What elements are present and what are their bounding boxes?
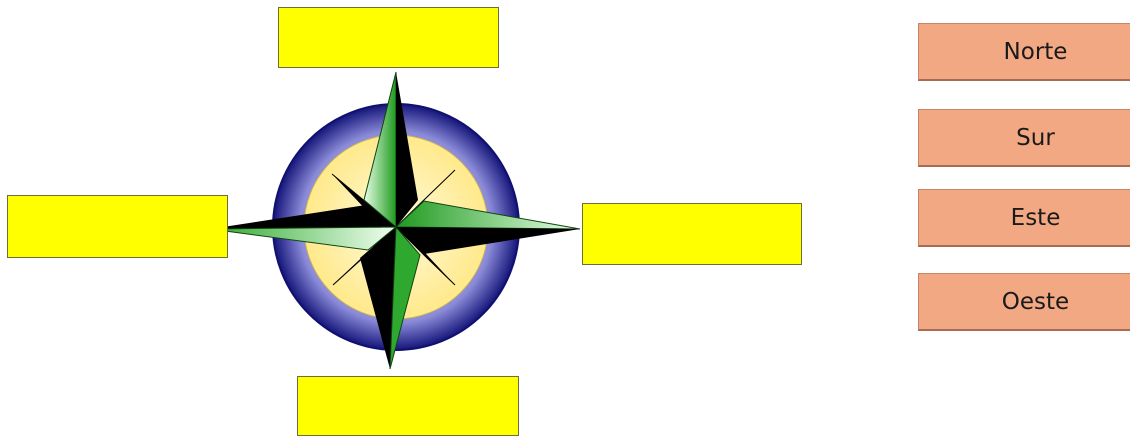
answer-box-top[interactable] bbox=[278, 7, 499, 68]
answer-box-right[interactable] bbox=[582, 203, 802, 265]
label-card-norte[interactable]: Norte bbox=[918, 23, 1130, 81]
label-card-sur[interactable]: Sur bbox=[918, 109, 1130, 167]
label-card-oeste[interactable]: Oeste bbox=[918, 273, 1130, 331]
answer-box-left[interactable] bbox=[7, 195, 228, 258]
label-card-este[interactable]: Este bbox=[918, 189, 1130, 247]
answer-box-bottom[interactable] bbox=[297, 376, 519, 436]
compass-cardinal-points bbox=[210, 72, 580, 369]
